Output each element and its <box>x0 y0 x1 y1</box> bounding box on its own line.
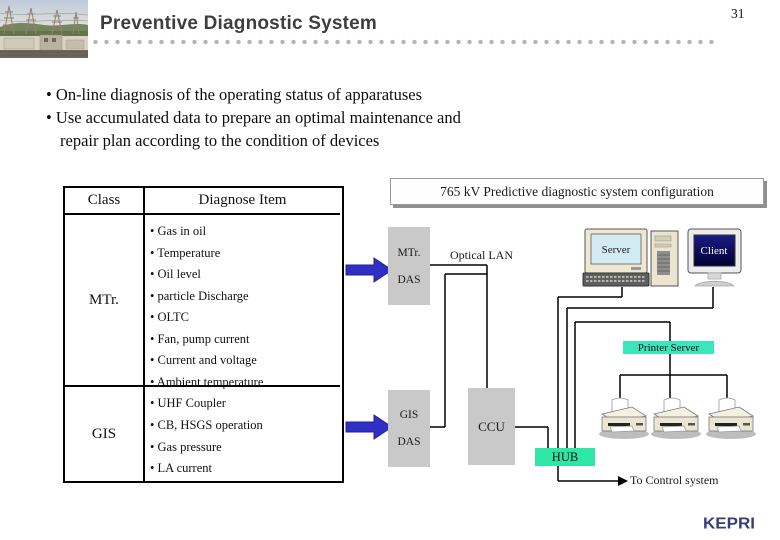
kepri-logo: KEPRI <box>703 514 755 533</box>
server-computer-icon: Server <box>582 228 679 287</box>
svg-text:Server: Server <box>602 244 631 256</box>
dotted-divider <box>93 39 717 45</box>
optical-lan-label: Optical LAN <box>450 248 513 262</box>
table-row-gis-items: • UHF Coupler • CB, HSGS operation • Gas… <box>145 387 340 481</box>
hub-node: HUB <box>535 448 595 466</box>
client-computer-icon: Client <box>687 228 742 287</box>
mtr-das-node: MTr. DAS <box>388 227 430 305</box>
bullet-item-1: • On-line diagnosis of the operating sta… <box>46 85 423 104</box>
list-item: • Gas pressure <box>150 439 222 454</box>
diagram-title: 765 kV Predictive diagnostic system conf… <box>390 178 764 205</box>
network-lines <box>430 264 728 482</box>
table-header-class: Class <box>65 188 145 215</box>
substation-photo <box>0 0 88 58</box>
to-control-system-label: To Control system <box>630 473 719 487</box>
mtr-das-label-line1: MTr. <box>397 246 421 259</box>
ccu-node: CCU <box>468 388 515 465</box>
list-item: • CB, HSGS operation <box>150 417 263 432</box>
printer-icon <box>651 397 701 439</box>
hub-label: HUB <box>551 449 579 464</box>
table-row-mtr-class: MTr. <box>65 215 145 387</box>
bullet-item-2-line1: • Use accumulated data to prepare an opt… <box>46 108 461 127</box>
printer-server-label: Printer Server <box>637 341 700 354</box>
gis-das-node: GIS DAS <box>388 390 430 467</box>
mtr-das-label-line2: DAS <box>397 273 421 286</box>
list-item: • UHF Coupler <box>150 396 226 410</box>
list-item: • Fan, pump current <box>150 331 250 346</box>
list-item: • LA current <box>150 461 212 476</box>
list-item: • Current and voltage <box>150 353 257 367</box>
table-header-item: Diagnose Item <box>145 188 340 215</box>
bullet-list: • On-line diagnosis of the operating sta… <box>46 83 666 152</box>
list-item: • Ambient temperature <box>150 374 264 389</box>
blue-arrow-gis <box>345 414 393 440</box>
printer-icon <box>706 397 756 439</box>
list-item: • Oil level <box>150 267 201 281</box>
table-row-mtr-items: • Gas in oil • Temperature • Oil level •… <box>145 215 340 389</box>
blue-arrow-mtr <box>345 257 393 283</box>
list-item: • Gas in oil <box>150 224 207 238</box>
svg-text:Client: Client <box>701 245 728 257</box>
page-title: Preventive Diagnostic System <box>100 13 377 34</box>
gis-das-label-line2: DAS <box>397 436 421 448</box>
list-item: • OLTC <box>150 310 189 324</box>
diagnose-table: Class Diagnose Item MTr. • Gas in oil • … <box>63 186 344 483</box>
printer-server-node: Printer Server <box>623 341 714 354</box>
list-item: • Temperature <box>150 245 221 260</box>
printer-icon <box>599 397 649 439</box>
table-row-gis-class: GIS <box>65 387 145 481</box>
gis-das-label-line1: GIS <box>399 409 419 421</box>
control-arrowhead <box>618 476 628 486</box>
ccu-label: CCU <box>478 418 505 434</box>
page-number: 31 <box>731 6 745 21</box>
list-item: • particle Discharge <box>150 288 249 303</box>
bullet-item-2-line2: repair plan according to the condition o… <box>60 131 380 150</box>
